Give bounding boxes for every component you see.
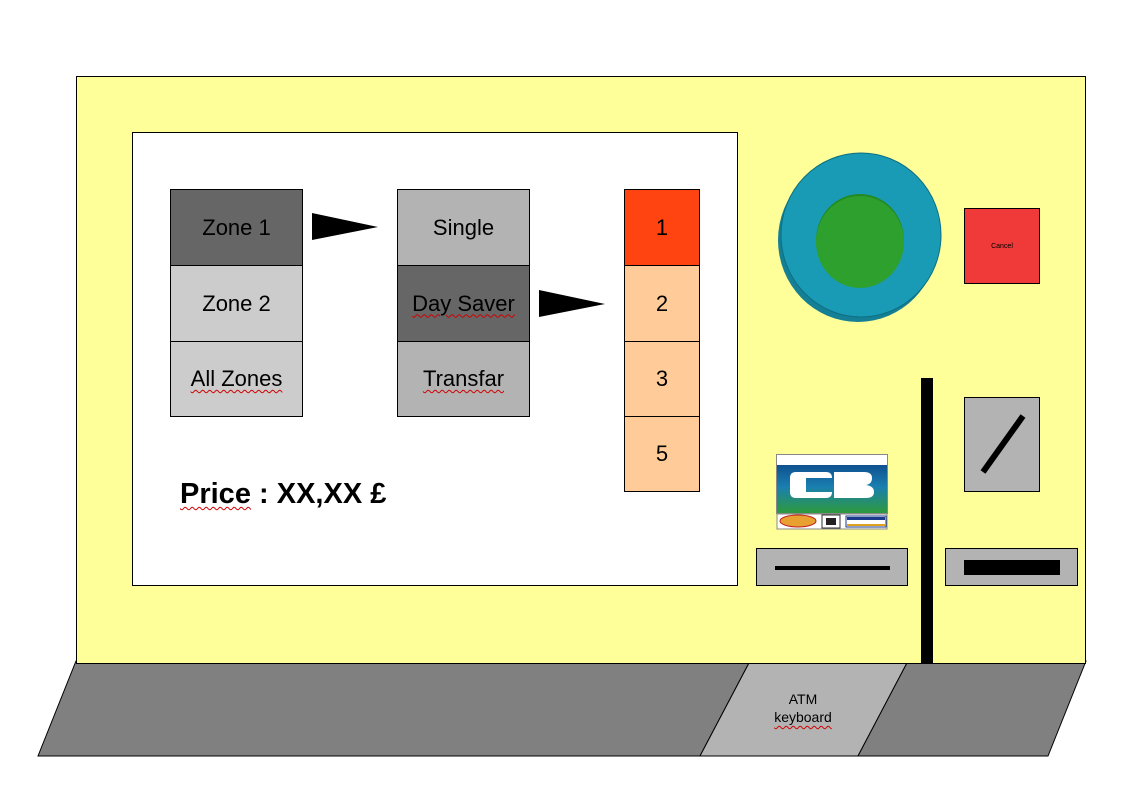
ticket-option-day-saver[interactable]: Day Saver	[397, 265, 530, 342]
machine-divider-bar	[921, 378, 933, 664]
cb-logo-icon	[790, 472, 832, 498]
ticket-option-transfar[interactable]: Transfar	[397, 341, 530, 417]
quantity-option-3[interactable]: 3	[624, 341, 700, 417]
ticket-option-label: Transfar	[422, 366, 505, 391]
zone-option-label: Zone 1	[202, 214, 271, 240]
atm-label-line1: ATM	[788, 691, 818, 707]
card-slot[interactable]	[756, 548, 908, 586]
quantity-option-label: 3	[655, 366, 669, 391]
visa-icon	[845, 515, 887, 528]
quantity-option-label: 2	[655, 290, 669, 316]
quantity-option-5[interactable]: 5	[624, 416, 700, 492]
atm-label-line2: keyboard	[774, 709, 832, 725]
ticket-output-opening	[964, 560, 1060, 575]
selection-arrow-icon	[539, 290, 605, 317]
confirm-button[interactable]	[774, 148, 946, 326]
zone-option-zone-1[interactable]: Zone 1	[170, 189, 303, 266]
card-slot-opening	[775, 566, 890, 570]
payment-card-logos	[776, 454, 888, 530]
price-separator: :	[250, 478, 277, 510]
price-value: XX,XX £	[276, 478, 387, 510]
ticket-option-single[interactable]: Single	[397, 189, 530, 266]
coin-slot-icon	[980, 414, 1026, 474]
cancel-button[interactable]: Cancel	[964, 208, 1040, 284]
quantity-option-label: 5	[655, 441, 669, 466]
mastercard-icon	[779, 514, 817, 528]
zone-option-label: Zone 2	[202, 290, 271, 316]
price-label: Price	[180, 478, 251, 510]
selection-arrow-icon	[312, 213, 378, 240]
price-display: Price : XX,XX £	[180, 478, 386, 511]
atm-keyboard-label: ATM keyboard	[760, 690, 846, 726]
cancel-label: Cancel	[991, 242, 1013, 250]
quantity-option-2[interactable]: 2	[624, 265, 700, 342]
coin-slot[interactable]	[964, 397, 1040, 492]
zone-option-label: All Zones	[191, 366, 283, 392]
all-word: All Zones	[190, 366, 283, 391]
ticket-option-label: Single	[432, 214, 495, 240]
counter-left	[37, 660, 751, 757]
zone-option-all-zones[interactable]: All Zones	[170, 341, 303, 417]
ticket-output-slot[interactable]	[945, 548, 1078, 586]
quantity-option-label: 1	[655, 214, 669, 240]
zone-option-zone-2[interactable]: Zone 2	[170, 265, 303, 342]
ticket-option-label: Day Saver	[412, 290, 515, 316]
quantity-option-1[interactable]: 1	[624, 189, 700, 266]
